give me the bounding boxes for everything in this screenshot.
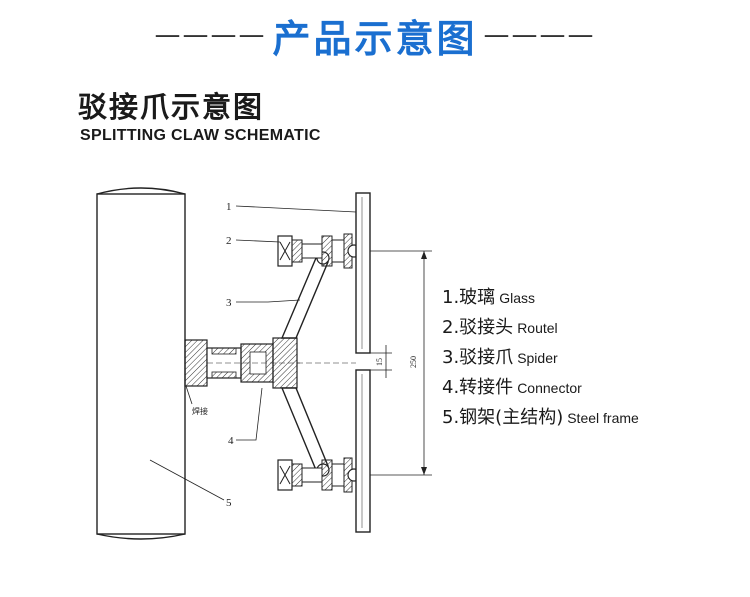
schematic-title-en: SPLITTING CLAW SCHEMATIC (80, 127, 321, 144)
callout-2: 2 (226, 235, 232, 247)
glass-panels (355, 192, 371, 533)
dimension-lines (297, 250, 432, 476)
legend-item-connector-en: Connector (517, 380, 582, 396)
dimension-gap-label: 15 (375, 358, 384, 366)
callout-1: 1 (226, 201, 232, 213)
connector (184, 337, 300, 389)
routel-upper (277, 233, 361, 269)
legend-item-steel-frame-en: Steel frame (567, 410, 639, 426)
legend-item-glass-cn: 1.玻璃 (442, 287, 496, 308)
legend-item-steel-frame: 5.钢架(主结构)Steel frame (442, 403, 639, 433)
legend-item-spider-cn: 3.驳接爪 (442, 347, 514, 368)
legend-item-routel-en: Routel (517, 320, 558, 336)
routel-lower (277, 457, 361, 493)
legend-item-glass-en: Glass (499, 290, 535, 306)
callout-leaders (149, 205, 357, 501)
weld-label: 焊接 (192, 406, 208, 416)
banner-dashes-left: ———— (154, 20, 267, 50)
banner: ———— 产品示意图 ———— (0, 6, 750, 64)
callout-4: 4 (228, 435, 234, 447)
spider-claw (280, 251, 330, 477)
dimension-span-label: 250 (409, 356, 418, 368)
banner-dashes-right: ———— (483, 20, 596, 50)
steel-frame (96, 187, 186, 540)
legend-item-spider-en: Spider (517, 350, 558, 366)
legend-item-routel-cn: 2.驳接头 (442, 317, 514, 338)
banner-title: 产品示意图 (272, 16, 478, 61)
callout-5: 5 (226, 497, 232, 509)
schematic-title-cn: 驳接爪示意图 (78, 90, 265, 124)
callout-3: 3 (226, 297, 232, 309)
legend-item-connector-cn: 4.转接件 (442, 377, 514, 398)
legend-item-steel-frame-cn: 5.钢架(主结构) (442, 407, 564, 428)
